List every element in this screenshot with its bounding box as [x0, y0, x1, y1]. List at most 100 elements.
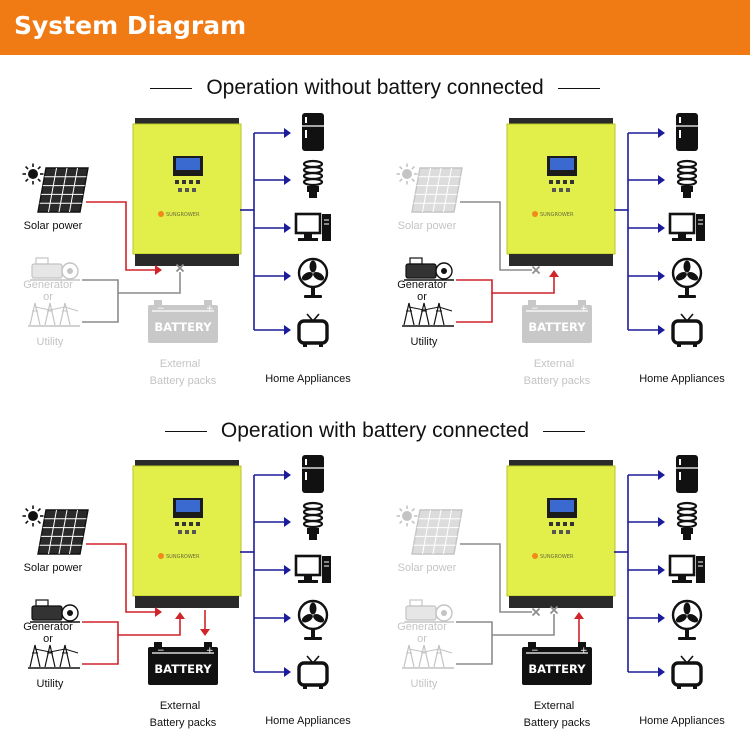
label-external: External	[534, 700, 574, 712]
battery-icon: −+BATTERY	[522, 300, 592, 343]
battery-discharge-arrow	[574, 612, 584, 619]
sun-icon	[396, 505, 418, 527]
inverter-button-icon	[196, 522, 200, 526]
page-title: System Diagram	[14, 11, 247, 40]
inverter-led-icon	[552, 530, 556, 534]
disconnected-x-mark	[549, 605, 559, 615]
label-external: External	[160, 700, 200, 712]
label-utility: Utility	[411, 678, 438, 690]
inverter-lcd-icon	[550, 500, 574, 512]
battery-label: BATTERY	[154, 320, 212, 334]
inverter-button-icon	[570, 180, 574, 184]
computer-icon	[294, 554, 331, 583]
label-generator: Generator	[397, 621, 447, 633]
electric-fan-icon	[671, 257, 703, 298]
solar-panel-icon	[411, 509, 463, 555]
label-or: or	[43, 633, 53, 645]
utility-grid-icon	[402, 302, 454, 327]
television-icon	[671, 313, 703, 347]
refrigerator-icon	[302, 113, 324, 151]
inverter-button-icon	[189, 180, 193, 184]
inverter-led-icon	[185, 530, 189, 534]
electric-fan-icon	[671, 599, 703, 640]
inverter-lcd-icon	[176, 158, 200, 170]
light-bulb-icon	[676, 159, 698, 198]
battery-label: BATTERY	[154, 662, 212, 676]
inverter-led-icon	[192, 188, 196, 192]
label-home-appliances: Home Appliances	[639, 373, 725, 385]
section-title-text: Operation without battery connected	[206, 76, 544, 99]
output-flow-arrow	[658, 517, 665, 527]
panel-no-battery-grid: Solar powerGeneratororUtilitySUNGROWER−+…	[396, 113, 725, 387]
utility-grid-icon	[402, 644, 454, 669]
output-flow-arrow	[658, 128, 665, 138]
output-flow-arrow	[284, 517, 291, 527]
utility-connection-line	[456, 635, 493, 665]
inverter-button-icon	[549, 522, 553, 526]
sun-icon	[22, 163, 44, 185]
television-icon	[671, 655, 703, 689]
battery-minus-sign: −	[531, 304, 539, 314]
inverter-logo-icon	[532, 211, 538, 217]
computer-icon	[668, 212, 705, 241]
generator-icon	[404, 257, 454, 281]
output-flow-arrow	[658, 175, 665, 185]
inverter-button-icon	[563, 522, 567, 526]
output-flow-arrow	[658, 470, 665, 480]
section-title-without-battery: Operation without battery connected	[0, 76, 750, 100]
label-or: or	[43, 291, 53, 303]
label-utility: Utility	[37, 336, 64, 348]
inverter-button-icon	[196, 180, 200, 184]
label-or: or	[417, 633, 427, 645]
inverter-button-icon	[556, 522, 560, 526]
label-solar-power: Solar power	[24, 562, 83, 574]
inverter-led-icon	[559, 530, 563, 534]
inverter-led-icon	[178, 530, 182, 534]
battery-icon: −+BATTERY	[148, 642, 218, 685]
utility-grid-icon	[28, 644, 80, 669]
generator-icon	[404, 599, 454, 623]
battery-minus-sign: −	[531, 646, 539, 656]
inverter-button-icon	[556, 180, 560, 184]
utility-grid-icon	[28, 302, 80, 327]
light-bulb-icon	[676, 501, 698, 540]
grid-connection-line	[82, 272, 181, 294]
inverter-unit: SUNGROWER	[132, 460, 242, 608]
header-bar: System Diagram	[0, 0, 750, 55]
inverter-led-icon	[566, 530, 570, 534]
battery-minus-sign: −	[157, 646, 165, 656]
battery-icon: −+BATTERY	[148, 300, 218, 343]
battery-label: BATTERY	[528, 320, 586, 334]
solar-flow-arrow	[155, 265, 162, 275]
battery-plus-sign: +	[206, 304, 214, 314]
solar-connection-line	[460, 543, 532, 613]
inverter-button-icon	[563, 180, 567, 184]
output-flow-arrow	[284, 565, 291, 575]
light-bulb-icon	[302, 159, 324, 198]
inverter-unit: SUNGROWER	[132, 118, 242, 266]
label-solar-power: Solar power	[24, 220, 83, 232]
label-battery-packs: Battery packs	[524, 375, 591, 387]
inverter-logo-icon	[532, 553, 538, 559]
inverter-brand-text: SUNGROWER	[540, 212, 574, 218]
sun-icon	[22, 505, 44, 527]
inverter-led-icon	[185, 188, 189, 192]
grid-connection-line	[456, 614, 555, 636]
label-external: External	[160, 358, 200, 370]
refrigerator-icon	[302, 455, 324, 493]
inverter-brand-text: SUNGROWER	[166, 212, 200, 218]
title-dash-left	[150, 87, 193, 89]
output-flow-arrow	[658, 223, 665, 233]
title-dash-left	[164, 430, 207, 432]
refrigerator-icon	[676, 113, 698, 151]
solar-connection-line	[86, 543, 158, 613]
utility-connection-line	[456, 293, 493, 323]
inverter-unit: SUNGROWER	[506, 118, 616, 266]
label-battery-packs: Battery packs	[150, 717, 217, 729]
title-dash-right	[543, 430, 586, 432]
generator-icon	[30, 599, 80, 623]
television-icon	[297, 313, 329, 347]
solar-connection-line	[86, 201, 158, 271]
inverter-led-icon	[559, 188, 563, 192]
